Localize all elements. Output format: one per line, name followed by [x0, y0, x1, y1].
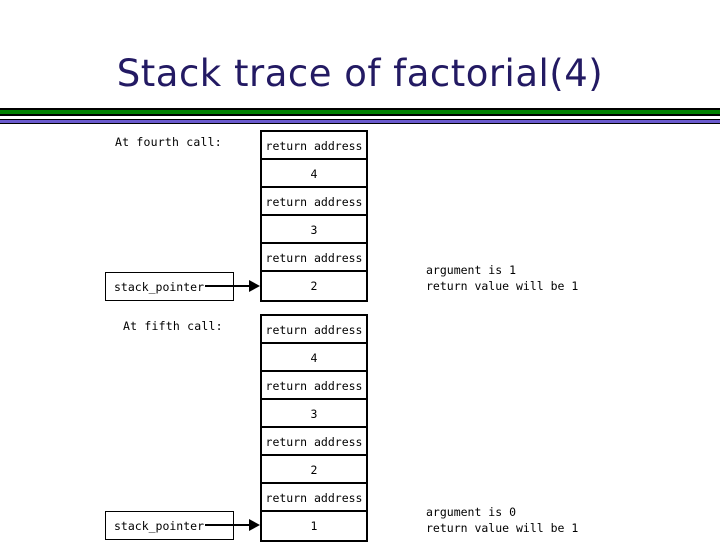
stack-cell: 2	[262, 272, 366, 300]
stack-cell: return address	[262, 316, 366, 344]
page-title: Stack trace of factorial(4)	[116, 52, 604, 95]
note-fifth-call: argument is 0 return value will be 1	[426, 504, 578, 536]
stack-cell: return address	[262, 244, 366, 272]
stack-pointer-box-fourth-call: stack_pointer	[105, 272, 234, 301]
stack-pointer-arrow-icon	[249, 519, 260, 531]
stack-cell: return address	[262, 188, 366, 216]
section-caption-fifth-call: At fifth call:	[123, 319, 223, 333]
note-line-return-value: return value will be 1	[426, 521, 579, 535]
stack-frames-fifth-call: return address 4 return address 3 return…	[260, 314, 368, 542]
note-line-return-value: return value will be 1	[426, 279, 579, 293]
title-divider	[0, 108, 720, 124]
stack-cell: 3	[262, 400, 366, 428]
stack-cell: return address	[262, 484, 366, 512]
stack-pointer-connector-line	[205, 524, 253, 526]
section-caption-fourth-call: At fourth call:	[115, 135, 222, 149]
stack-pointer-arrow-icon	[249, 280, 260, 292]
divider-gap	[0, 116, 720, 119]
stack-pointer-connector-line	[205, 285, 253, 287]
stack-cell: 4	[262, 344, 366, 372]
divider-green-bar	[0, 108, 720, 116]
stack-cell: 4	[262, 160, 366, 188]
note-line-argument: argument is 1	[426, 263, 517, 277]
note-line-argument: argument is 0	[426, 505, 517, 519]
stack-cell: return address	[262, 372, 366, 400]
stack-pointer-label: stack_pointer	[114, 518, 205, 533]
divider-purple-bar	[0, 119, 720, 124]
stack-cell: return address	[262, 132, 366, 160]
stack-cell: 2	[262, 456, 366, 484]
stack-frames-fourth-call: return address 4 return address 3 return…	[260, 130, 368, 302]
stack-cell: return address	[262, 428, 366, 456]
stack-cell: 3	[262, 216, 366, 244]
stack-pointer-label: stack_pointer	[114, 279, 205, 294]
note-fourth-call: argument is 1 return value will be 1	[426, 262, 578, 294]
stack-cell: 1	[262, 512, 366, 540]
